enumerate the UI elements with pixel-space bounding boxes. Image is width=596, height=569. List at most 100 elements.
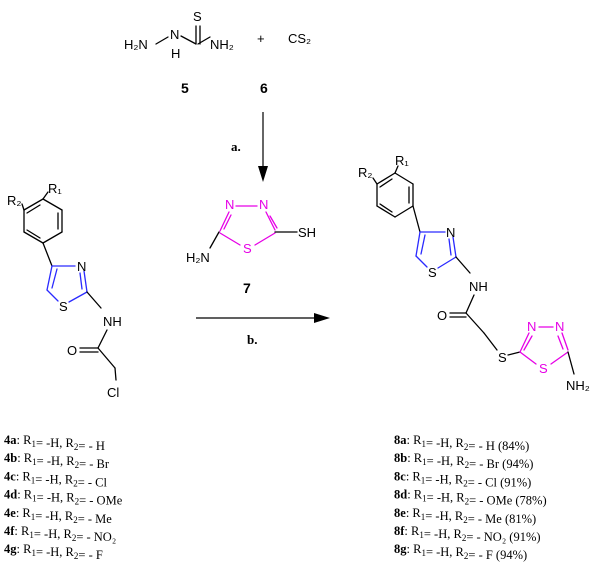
compound-8-row: 8a: R1= -H, R2= - H (84%) xyxy=(394,433,529,453)
bond xyxy=(254,232,276,246)
bond xyxy=(465,294,475,314)
bond xyxy=(97,347,116,369)
bond xyxy=(197,36,211,45)
r2-label-4: R₂ xyxy=(7,193,21,208)
n-label-8a: N xyxy=(527,319,536,334)
h2n-label-7: H₂N xyxy=(186,250,210,265)
bond xyxy=(394,172,414,185)
bond xyxy=(21,203,25,211)
arrowhead-a xyxy=(258,166,268,182)
plus-sign: + xyxy=(257,31,265,46)
s-label-4: S xyxy=(59,299,68,314)
bond xyxy=(507,351,521,356)
arrowhead-b xyxy=(314,313,330,323)
n-label-5: N xyxy=(170,27,179,42)
bond xyxy=(97,329,108,349)
compound-4-row: 4d: R1= -H, R2= - OMe xyxy=(4,488,123,508)
h-label-5: H xyxy=(171,46,180,61)
nh2-label-5: NH₂ xyxy=(210,37,234,52)
n-label-8: N xyxy=(446,225,455,240)
bond xyxy=(561,332,569,351)
bond xyxy=(372,177,378,185)
compound-4-row: 4g: R1= -H, R2= - F xyxy=(4,542,103,562)
bond xyxy=(265,211,276,231)
compound-8-row: 8d: R1= -H, R2= - OMe (78%) xyxy=(394,488,547,508)
bond xyxy=(376,172,396,185)
cl-label-4: Cl xyxy=(107,385,119,400)
bond xyxy=(42,231,63,244)
bond xyxy=(519,351,537,365)
bond xyxy=(42,242,53,267)
bond xyxy=(567,351,575,375)
bond xyxy=(415,255,428,268)
bond xyxy=(79,272,83,290)
h2n-label-5: H₂N xyxy=(124,37,148,52)
compound-4-row: 4e: R1= -H, R2= - Me xyxy=(4,506,112,526)
bond xyxy=(420,234,426,255)
compound-number-7: 7 xyxy=(243,280,251,296)
compound-8-row: 8b: R1= -H, R2= - Br (94%) xyxy=(394,451,533,471)
bond xyxy=(155,36,169,45)
sh-label: SH xyxy=(298,225,316,240)
compound-4-row: 4c: R1= -H, R2= - Cl xyxy=(4,469,108,489)
bond xyxy=(83,270,88,293)
compound-number-6: 6 xyxy=(260,80,268,96)
bond xyxy=(114,367,117,381)
r1-label-4: R₁ xyxy=(48,181,62,196)
bond xyxy=(437,256,457,269)
o-label-8: O xyxy=(437,308,447,323)
compound-4-row: 4f: R1= -H, R2= - NO₂ xyxy=(4,524,116,544)
bond xyxy=(209,231,220,249)
compound-4-row: 4a: R1= -H, R2= - H xyxy=(4,433,105,453)
bond xyxy=(219,211,230,232)
bond xyxy=(557,335,564,350)
bond xyxy=(46,289,59,302)
bond xyxy=(46,265,53,291)
r2-label-8: R₂ xyxy=(358,165,372,180)
r1-label-8: R₁ xyxy=(395,153,409,168)
bond xyxy=(68,291,88,303)
bond xyxy=(376,205,396,218)
bond xyxy=(412,205,421,233)
bond xyxy=(180,35,197,45)
bond xyxy=(23,231,44,244)
compound-8-row: 8f: R1= -H, R2= - NO₂ (91%) xyxy=(394,524,541,544)
n-label-7b: N xyxy=(259,197,268,212)
s-label-7: S xyxy=(243,241,252,256)
bond xyxy=(86,291,102,309)
compound-8-row: 8g: R1= -H, R2= - F (94%) xyxy=(394,542,527,562)
bond xyxy=(379,178,393,188)
bond xyxy=(51,268,58,289)
compound-4-row: 4b: R1= -H, R2= - Br xyxy=(4,451,110,471)
bond xyxy=(465,312,485,334)
s-label-5: S xyxy=(193,9,202,24)
bond xyxy=(483,332,498,351)
bond xyxy=(269,215,278,229)
bond xyxy=(42,198,63,211)
o-label-4: O xyxy=(67,343,77,358)
s-label-8-ring: S xyxy=(539,361,548,376)
bond xyxy=(455,256,471,274)
bond xyxy=(452,236,457,258)
compound-4-substituent-list: 4a: R1= -H, R2= - H4b: R1= -H, R2= - Br4… xyxy=(4,433,123,562)
bond xyxy=(519,332,530,353)
bond xyxy=(26,229,41,239)
bond xyxy=(26,204,41,214)
n-label-7a: N xyxy=(225,197,234,212)
bond xyxy=(379,203,393,213)
bond xyxy=(23,198,44,211)
compound-8-substituent-list: 8a: R1= -H, R2= - H (84%)8b: R1= -H, R2=… xyxy=(394,433,547,562)
nh2-label-8: NH₂ xyxy=(566,378,590,393)
n-label-4: N xyxy=(77,259,86,274)
bond xyxy=(394,205,414,218)
compound-8-row: 8e: R1= -H, R2= - Me (81%) xyxy=(394,506,536,526)
bond xyxy=(550,351,569,365)
bond xyxy=(219,232,241,246)
nh-label-8: NH xyxy=(469,279,488,294)
bond xyxy=(523,335,533,351)
cs2-label: CS₂ xyxy=(288,31,311,46)
compound-4-structure: R₂ R₁ N S NH O Cl xyxy=(7,181,122,400)
compound-number-5: 5 xyxy=(181,80,189,96)
